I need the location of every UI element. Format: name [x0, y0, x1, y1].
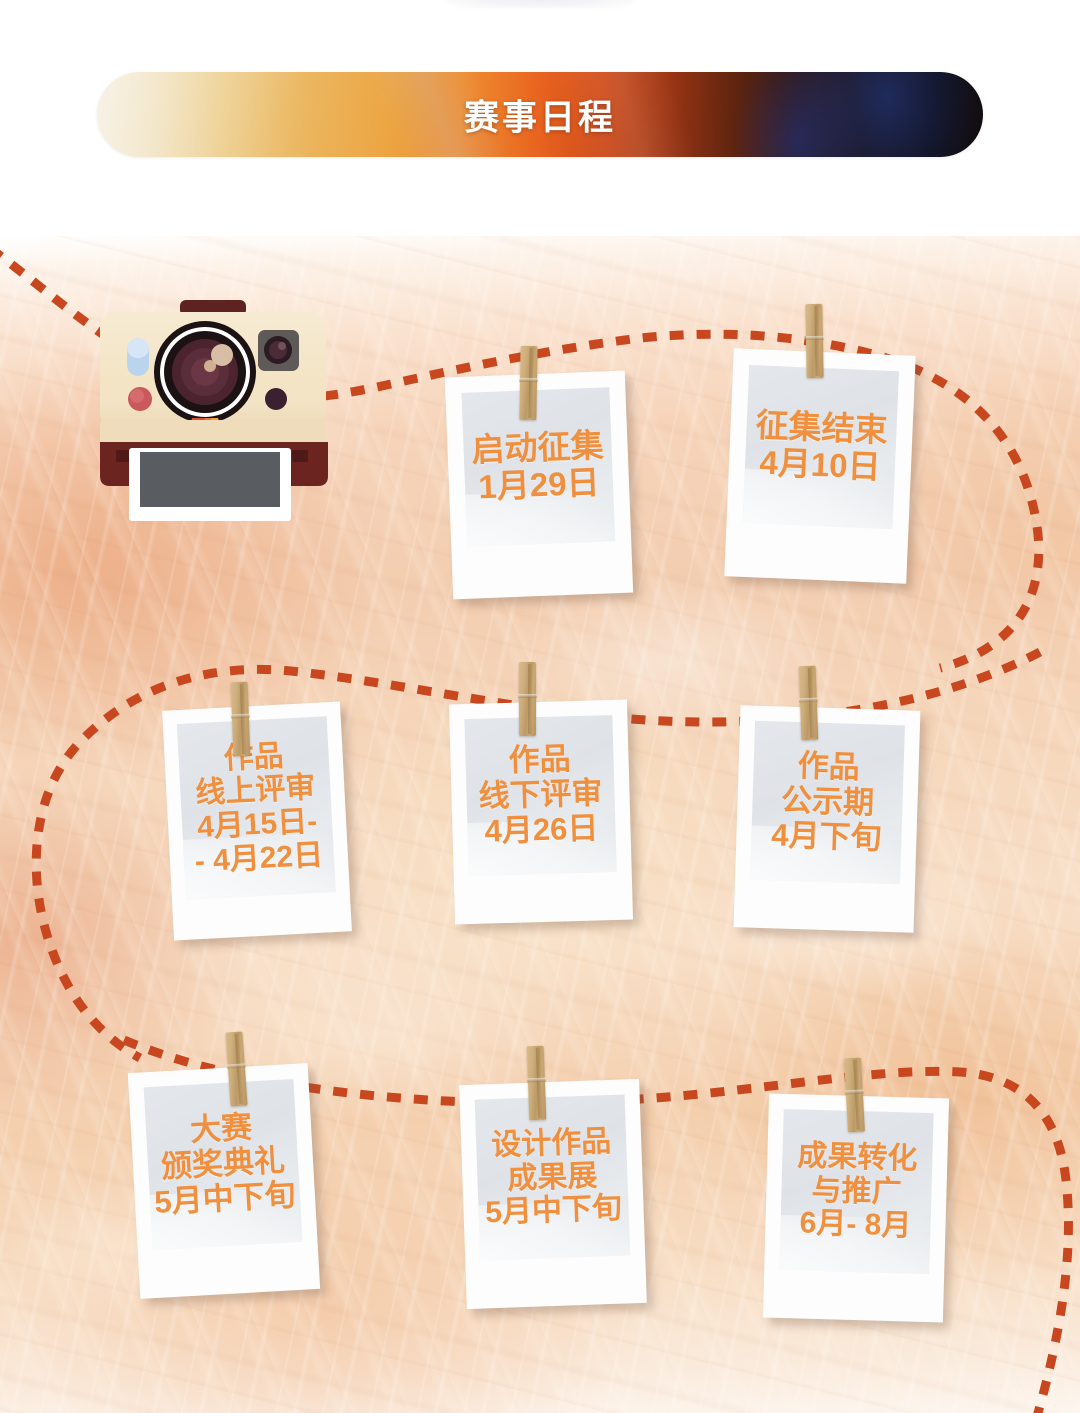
clothespin-icon: [230, 681, 251, 757]
clothespin-icon: [519, 345, 539, 421]
card-line: 4月下旬: [770, 817, 883, 856]
card-photo-area: 成果转化 与推广 6月- 8月: [779, 1108, 934, 1275]
schedule-card-launch[interactable]: 启动征集 1月29日: [444, 370, 634, 600]
schedule-card-offline-review[interactable]: 作品 线下评审 4月26日: [448, 699, 634, 925]
card-line: 4月10日: [758, 443, 882, 486]
schedule-card-exhibition[interactable]: 设计作品 成果展 5月中下旬: [459, 1078, 647, 1310]
card-photo-area: 作品 线下评审 4月26日: [464, 714, 617, 877]
card-line: 与推广: [811, 1173, 902, 1209]
card-photo-area: 征集结束 4月10日: [742, 364, 900, 530]
section-header-banner: 赛事日程: [97, 72, 983, 157]
card-line: 4月26日: [484, 810, 599, 849]
card-photo-area: 设计作品 成果展 5月中下旬: [474, 1094, 631, 1261]
card-line: 6月- 8月: [799, 1206, 912, 1243]
instant-camera-icon: [100, 300, 328, 521]
card-photo-area: 作品 公示期 4月下旬: [750, 720, 905, 885]
top-cutoff-shape: [432, 0, 648, 8]
clothespin-icon: [518, 662, 537, 736]
card-line: 成果展: [506, 1159, 598, 1196]
card-line: 5月中下旬: [153, 1176, 297, 1220]
card-line: 作品: [508, 741, 572, 779]
card-line: 公示期: [780, 782, 875, 821]
card-line: 1月29日: [477, 463, 601, 506]
page-title: 赛事日程: [463, 98, 616, 137]
clothespin-icon: [798, 665, 819, 741]
clothespin-icon: [526, 1045, 547, 1121]
card-photo-area: 大赛 颁奖典礼 5月中下旬: [143, 1078, 303, 1251]
card-line: 大赛: [189, 1109, 254, 1149]
card-line: 线下评审: [478, 775, 603, 814]
schedule-card-publicity[interactable]: 作品 公示期 4月下旬: [733, 705, 921, 933]
card-line: 成果转化: [796, 1139, 918, 1176]
clothespin-icon: [804, 303, 824, 379]
schedule-card-submission-close[interactable]: 征集结束 4月10日: [724, 348, 916, 584]
schedule-card-award-ceremony[interactable]: 大赛 颁奖典礼 5月中下旬: [127, 1063, 321, 1299]
card-line: 作品: [797, 748, 861, 786]
card-line: - 4月22日: [193, 838, 324, 878]
card-photo-area: 启动征集 1月29日: [461, 387, 616, 547]
card-line: 设计作品: [490, 1125, 612, 1163]
card-line: 5月中下旬: [484, 1191, 623, 1230]
card-photo-area: 作品 线上评审 4月15日- - 4月22日: [176, 716, 336, 900]
schedule-card-online-review[interactable]: 作品 线上评审 4月15日- - 4月22日: [162, 701, 352, 941]
